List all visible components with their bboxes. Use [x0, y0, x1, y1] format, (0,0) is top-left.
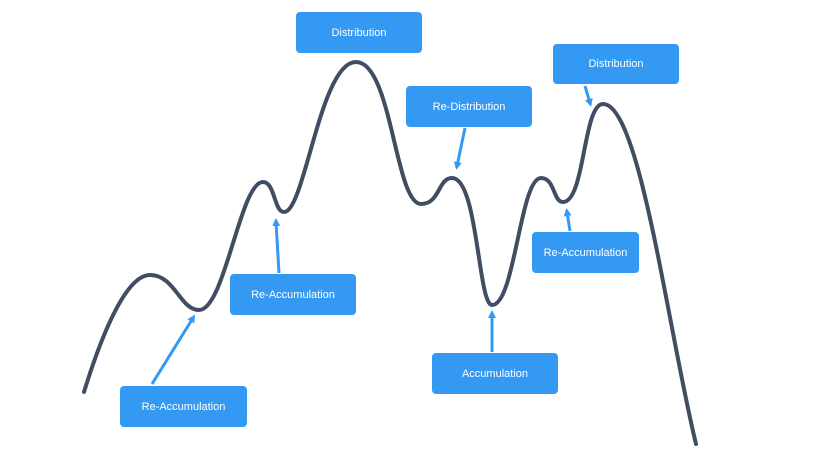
arrow-redistribution	[453, 127, 467, 170]
label-reaccumulation-left: Re-Accumulation	[120, 386, 247, 427]
price-cycle-curve	[82, 60, 698, 446]
label-reaccumulation-middle: Re-Accumulation	[230, 274, 356, 315]
arrow-reaccumulation-1	[150, 314, 196, 385]
label-distribution-second-peak: Distribution	[553, 44, 679, 84]
label-reaccumulation-right: Re-Accumulation	[532, 232, 639, 273]
arrow-reaccumulation-2	[272, 218, 281, 274]
arrow-distribution-2	[583, 85, 593, 107]
label-distribution-peak: Distribution	[296, 12, 422, 53]
arrow-reaccumulation-3	[563, 208, 572, 232]
label-redistribution: Re-Distribution	[406, 86, 532, 127]
label-accumulation: Accumulation	[432, 353, 558, 394]
